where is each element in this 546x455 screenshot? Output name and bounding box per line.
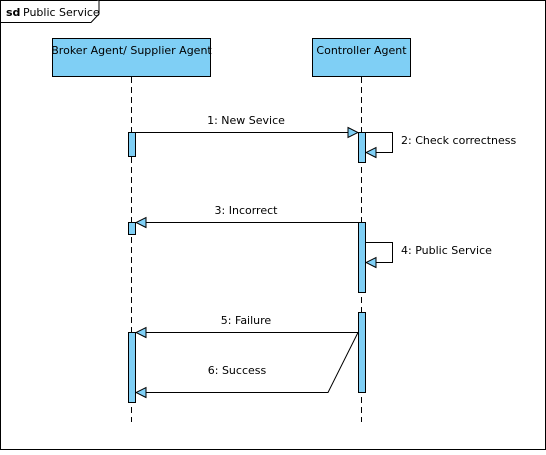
activation-controller-3[interactable]	[358, 312, 366, 393]
message-5[interactable]: 5: Failure	[136, 314, 358, 333]
message-2-label: 2: Check correctness	[401, 134, 517, 147]
message-2[interactable]: 2: Check correctness	[366, 132, 517, 153]
activations	[128, 132, 366, 403]
message-2-arrow[interactable]	[366, 132, 393, 153]
message-6-label: 6: Success	[208, 364, 267, 377]
lifeline-label-controller: Controller Agent	[316, 44, 407, 57]
message-6[interactable]: 6: Success	[136, 332, 359, 393]
message-6-arrow[interactable]	[136, 332, 359, 393]
lifeline-label-broker: Broker Agent/ Supplier Agent	[51, 44, 212, 57]
activation-controller-2[interactable]	[358, 222, 366, 293]
message-3-label: 3: Incorrect	[215, 204, 279, 217]
activation-broker-2[interactable]	[128, 222, 136, 235]
lifeline-head-controller[interactable]	[312, 38, 411, 77]
frame-tab	[0, 0, 100, 23]
activation-controller-1[interactable]	[358, 132, 366, 163]
lifeline-head-broker[interactable]	[52, 38, 211, 77]
message-1-label: 1: New Sevice	[207, 114, 285, 127]
message-4-label: 4: Public Service	[401, 244, 492, 257]
activation-broker-3[interactable]	[128, 332, 136, 403]
lifeline-broker[interactable]: Broker Agent/ Supplier Agent	[51, 38, 212, 423]
message-3[interactable]: 3: Incorrect	[136, 204, 358, 223]
activation-broker-1[interactable]	[128, 132, 136, 157]
message-1[interactable]: 1: New Sevice	[136, 114, 358, 133]
frame-keyword: sd	[6, 6, 20, 19]
message-5-label: 5: Failure	[221, 314, 272, 327]
message-4-arrow[interactable]	[366, 242, 393, 263]
frame-title: Public Service	[23, 6, 100, 19]
message-4[interactable]: 4: Public Service	[366, 242, 492, 263]
